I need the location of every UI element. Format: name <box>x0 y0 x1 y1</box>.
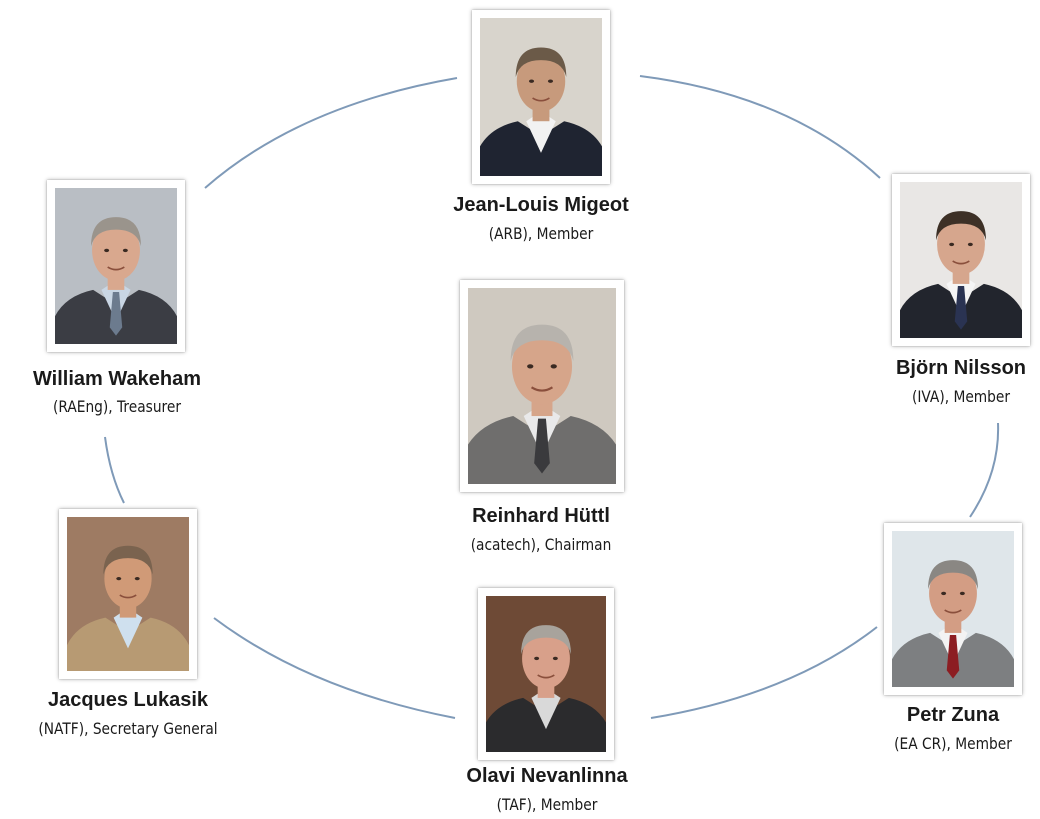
mouth <box>532 97 550 102</box>
right-eye <box>134 576 140 581</box>
member-role-huttl: (acatech), Chairman <box>470 535 612 554</box>
hair-shape <box>936 211 986 241</box>
mouth <box>944 609 962 614</box>
right-eye <box>550 364 557 369</box>
shirt-collar <box>526 117 556 153</box>
tie-shape <box>109 292 123 336</box>
portrait-photo-zuna <box>892 531 1014 687</box>
portrait-frame-nevanlinna <box>478 588 614 760</box>
portrait-frame-migeot <box>472 10 610 184</box>
shirt-collar <box>531 693 561 730</box>
mouth <box>119 594 137 599</box>
left-eye <box>949 242 955 247</box>
face-shape <box>522 628 570 689</box>
right-eye <box>967 242 973 247</box>
member-role-zuna: (EA CR), Member <box>894 734 1012 753</box>
portrait-photo-nilsson <box>900 182 1022 338</box>
left-eye <box>527 364 534 369</box>
face-shape <box>92 220 140 281</box>
hair-shape <box>91 217 141 247</box>
face-shape <box>937 214 985 275</box>
member-role-nevanlinna: (TAF), Member <box>496 795 598 814</box>
face-shape <box>104 548 152 609</box>
portrait-frame-wakeham <box>47 180 185 352</box>
hair-shape <box>510 324 574 362</box>
hair-shape <box>103 545 153 575</box>
shirt-collar <box>113 613 143 649</box>
right-eye <box>547 79 554 83</box>
portrait-frame-lukasik <box>59 509 197 679</box>
portrait-photo-migeot <box>480 18 602 176</box>
right-eye <box>959 591 965 596</box>
hair-shape <box>928 560 978 590</box>
mouth <box>952 260 970 265</box>
portrait-photo-lukasik <box>67 517 189 671</box>
portrait-photo-wakeham <box>55 188 177 344</box>
hair-shape <box>515 47 567 77</box>
left-eye <box>941 591 947 596</box>
member-name-nilsson: Björn Nilsson <box>895 357 1027 379</box>
face-shape <box>516 50 566 112</box>
portrait-frame-huttl <box>460 280 624 492</box>
arc-migeot-wakeham <box>204 77 458 189</box>
member-role-nilsson: (IVA), Member <box>911 387 1011 406</box>
arc-zuna-olavi <box>650 626 878 719</box>
tie-shape <box>534 418 550 474</box>
portrait-photo-nevanlinna <box>486 596 606 752</box>
mouth <box>530 386 554 392</box>
member-role-lukasik: (NATF), Secretary General <box>38 719 218 738</box>
member-name-migeot: Jean-Louis Migeot <box>453 194 629 216</box>
member-role-wakeham: (RAEng), Treasurer <box>52 397 182 416</box>
member-name-huttl: Reinhard Hüttl <box>472 505 610 527</box>
member-name-nevanlinna: Olavi Nevanlinna <box>466 765 628 787</box>
hair-shape <box>521 625 571 655</box>
face-shape <box>511 328 573 405</box>
left-eye <box>104 248 110 253</box>
portrait-frame-nilsson <box>892 174 1030 346</box>
mouth <box>107 266 125 271</box>
arc-migeot-nilsson <box>639 75 881 179</box>
left-eye <box>528 79 535 83</box>
member-role-migeot: (ARB), Member <box>488 224 594 243</box>
left-eye <box>116 576 122 581</box>
left-eye <box>534 656 540 661</box>
face-shape <box>929 563 977 624</box>
member-name-lukasik: Jacques Lukasik <box>47 689 209 711</box>
right-eye <box>552 656 558 661</box>
arc-lukasik-olavi <box>213 617 456 719</box>
tie-shape <box>954 286 968 330</box>
member-name-zuna: Petr Zuna <box>906 704 1000 726</box>
portrait-photo-huttl <box>468 288 616 484</box>
arc-nilsson-zuna <box>969 422 1000 518</box>
member-name-wakeham: William Wakeham <box>32 368 202 390</box>
arc-wakeham-lukasik <box>104 436 125 504</box>
portrait-frame-zuna <box>884 523 1022 695</box>
mouth <box>537 674 555 679</box>
right-eye <box>122 248 128 253</box>
tie-shape <box>946 635 960 679</box>
